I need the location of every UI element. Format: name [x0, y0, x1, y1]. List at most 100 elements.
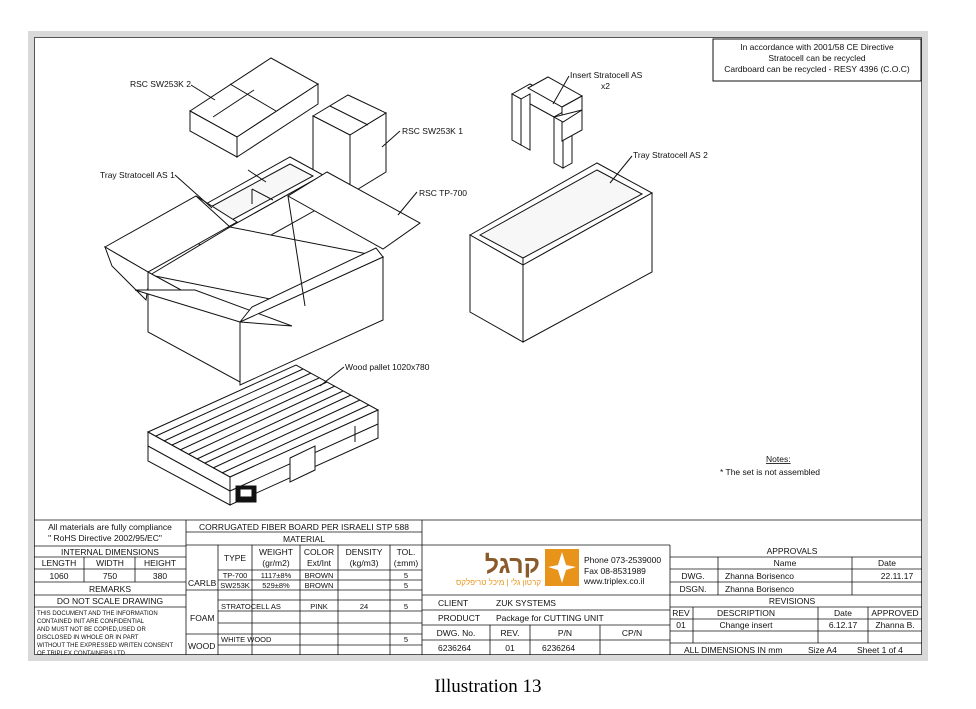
- approval-row1-role: DWG.: [681, 571, 704, 581]
- leader-lines: [174, 75, 633, 387]
- compliance-line2: " RoHS Directive 2002/95/EC": [48, 533, 162, 543]
- confidential-line-4: DISCLOSED IN WHOLE OR IN PART: [37, 635, 139, 641]
- do-not-scale: DO NOT SCALE DRAWING: [57, 596, 163, 606]
- mat-row2-type: SW253K: [220, 581, 250, 590]
- dim-value-width: 750: [103, 571, 117, 581]
- company-web: www.triplex.co.il: [583, 576, 645, 586]
- confidential-line-5: WITHOUT THE EXPRESSED WRITEN CONSENT: [37, 643, 173, 649]
- product-value: Package for CUTTING UNIT: [496, 613, 604, 623]
- confidential-line-1: THIS DOCUMENT AND THE INFORMATION: [37, 611, 158, 617]
- company-fax: Fax 08-8531989: [584, 566, 646, 576]
- mat-row3-type: STRATOCELL AS: [221, 602, 281, 611]
- mat-row2-weight: 529±8%: [262, 581, 290, 590]
- material-sub-weight: (gr/m2): [262, 558, 290, 568]
- revisions-title: REVISIONS: [769, 596, 816, 606]
- figure-caption: Illustration 13: [434, 676, 542, 697]
- revisions-header-date: Date: [834, 608, 852, 618]
- logo-text: קרגל: [485, 551, 540, 579]
- pn-value: 6236264: [542, 643, 575, 653]
- confidential-line-3: AND MUST NOT BE COPIED,USED OR: [37, 627, 146, 633]
- material-spec: CORRUGATED FIBER BOARD PER ISRAELI STP 5…: [199, 522, 409, 532]
- material-sub-tol: (±mm): [394, 558, 419, 568]
- approval-row2-role: DSGN.: [680, 584, 707, 594]
- mat-row1-tol: 5: [404, 571, 408, 580]
- dim-header-length: LENGTH: [42, 558, 76, 568]
- notes-title: Notes:: [766, 454, 791, 464]
- callout-insert-qty: x2: [601, 81, 610, 91]
- mat-row3-color: PINK: [310, 602, 328, 611]
- ce-note-line2: Stratocell can be recycled: [768, 53, 866, 63]
- confidential-line-6: OF TRIPLEX CONTAINERS LTD: [37, 651, 126, 657]
- footer-dimensions: ALL DIMENSIONS IN mm: [684, 645, 782, 655]
- material-group-wood: WOOD: [188, 641, 215, 651]
- mat-row3-density: 24: [360, 602, 368, 611]
- tray-stratocell-as-2: [468, 162, 654, 343]
- revision-row1-description: Change insert: [720, 620, 774, 630]
- mat-row1-color: BROWN: [305, 571, 334, 580]
- revision-row1-rev: 01: [676, 620, 686, 630]
- approvals-header-name: Name: [774, 558, 797, 568]
- mat-row4-tol: 5: [404, 635, 408, 644]
- remarks-title: REMARKS: [89, 584, 131, 594]
- dim-value-height: 380: [153, 571, 167, 581]
- approval-row1-date: 22.11.17: [881, 571, 914, 581]
- company-phone: Phone 073-2539000: [584, 555, 661, 565]
- dim-value-length: 1060: [50, 571, 69, 581]
- cpn-header: CP/N: [622, 628, 642, 638]
- material-title: MATERIAL: [283, 534, 325, 544]
- callout-rsc-sw253k-1: RSC SW253K 1: [402, 126, 463, 136]
- material-group-carlb: CARLB: [188, 578, 217, 588]
- mat-row4-type: WHITE WOOD: [221, 635, 272, 644]
- insert-stratocell-as: [510, 76, 584, 169]
- ce-note-line1: In accordance with 2001/58 CE Directive: [740, 42, 894, 52]
- dwg-no-header: DWG. No.: [437, 628, 476, 638]
- revision-row1-approved: Zhanna B.: [875, 620, 914, 630]
- callout-wood-pallet: Wood pallet 1020x780: [345, 362, 430, 372]
- revision-row1-date: 6.12.17: [829, 620, 858, 630]
- dwg-no-value: 6236264: [438, 643, 471, 653]
- material-header-color: COLOR: [304, 547, 334, 557]
- pn-header: P/N: [558, 628, 572, 638]
- material-header-weight: WEIGHT: [259, 547, 293, 557]
- footer-sheet: Sheet 1 of 4: [857, 645, 903, 655]
- client-value: ZUK SYSTEMS: [496, 598, 556, 608]
- revisions-header-approved: APPROVED: [871, 608, 918, 618]
- product-label: PRODUCT: [438, 613, 480, 623]
- wood-pallet: [146, 364, 380, 506]
- mat-row1-weight: 1117±8%: [261, 571, 292, 580]
- material-group-foam: FOAM: [190, 613, 215, 623]
- callout-rsc-tp700: RSC TP-700: [419, 188, 467, 198]
- callout-rsc-sw253k-2: RSC SW253K 2: [130, 79, 191, 89]
- approval-row2-name: Zhanna Borisenco: [725, 584, 794, 594]
- confidential-line-2: CONTAINED INIT ARE CONFIDENTIAL: [37, 619, 145, 625]
- box-rsc-sw253k-2: [189, 57, 319, 158]
- revisions-header-description: DESCRIPTION: [717, 608, 775, 618]
- logo-subtitle: קרטון גלי | מיכל טריפלקס: [456, 578, 541, 587]
- revisions-header-rev: REV: [672, 608, 690, 618]
- approvals-title: APPROVALS: [767, 546, 818, 556]
- footer-size: Size A4: [808, 645, 837, 655]
- dim-header-width: WIDTH: [96, 558, 124, 568]
- mat-row3-tol: 5: [404, 602, 408, 611]
- material-sub-density: (kg/m3): [350, 558, 379, 568]
- ce-note-box: [712, 38, 922, 82]
- material-header-tol: TOL.: [397, 547, 416, 557]
- rev-value: 01: [505, 643, 515, 653]
- box-rsc-tp700: [103, 171, 421, 386]
- company-logo: [426, 548, 580, 588]
- title-block: [34, 519, 922, 655]
- approvals-header-date: Date: [878, 558, 896, 568]
- ce-note-line3: Cardboard can be recycled - RESY 4396 (C…: [724, 64, 910, 74]
- callout-insert-stratocell-as: Insert Stratocell AS: [570, 70, 643, 80]
- material-header-density: DENSITY: [346, 547, 383, 557]
- mat-row2-color: BROWN: [305, 581, 334, 590]
- approval-row1-name: Zhanna Borisenco: [725, 571, 794, 581]
- client-label: CLIENT: [438, 598, 468, 608]
- rev-header: REV.: [500, 628, 519, 638]
- dim-header-height: HEIGHT: [144, 558, 176, 568]
- compliance-line1: All materials are fully compliance: [48, 522, 172, 532]
- internal-dimensions-title: INTERNAL DIMENSIONS: [61, 547, 159, 557]
- callout-tray-stratocell-as-1: Tray Stratocell AS 1: [100, 170, 175, 180]
- material-sub-color: Ext/Int: [307, 558, 332, 568]
